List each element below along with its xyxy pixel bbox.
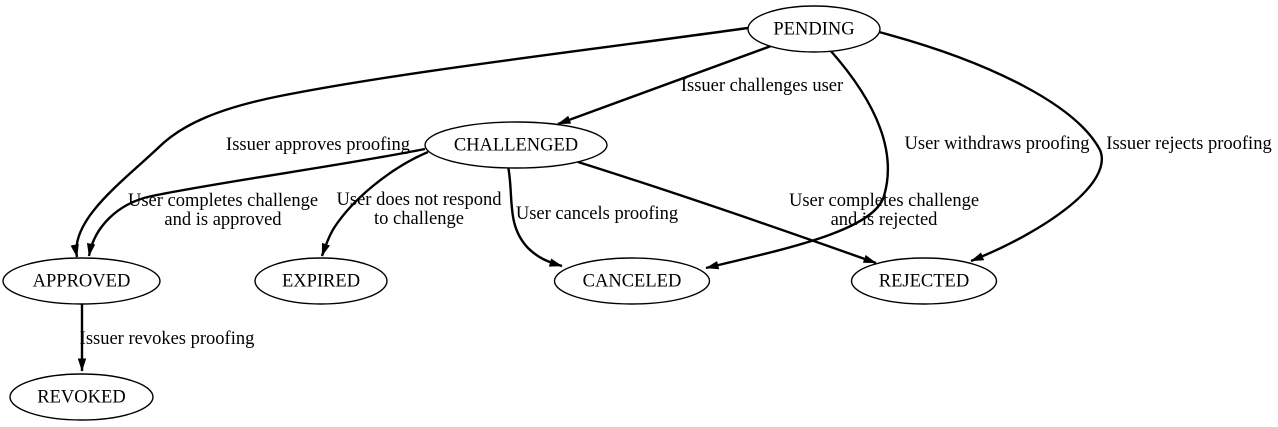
node-rejected-shape bbox=[850, 257, 998, 305]
edge-challenged-expired bbox=[320, 150, 429, 257]
node-challenged: CHALLENGED bbox=[424, 121, 608, 169]
edge-layer bbox=[70, 26, 1103, 372]
edge-challenged-approved bbox=[86, 147, 426, 257]
edge-challenged-canceled bbox=[506, 165, 563, 268]
edge-label-completes-approved-line1: User completes challenge bbox=[128, 191, 318, 211]
node-challenged-shape bbox=[424, 121, 608, 169]
edge-pending-canceled bbox=[705, 49, 890, 270]
edge-pending-approved bbox=[70, 26, 749, 258]
node-rejected-label: REJECTED bbox=[879, 272, 969, 292]
node-canceled-shape bbox=[553, 257, 711, 305]
edge-label-issuer-approves-proofing: Issuer approves proofing bbox=[226, 135, 410, 155]
node-expired-label: EXPIRED bbox=[282, 272, 360, 292]
node-expired: EXPIRED bbox=[254, 257, 388, 305]
node-canceled: CANCELED bbox=[553, 257, 711, 305]
edge-label-issuer-challenges-user: Issuer challenges user bbox=[681, 76, 843, 96]
edge-label-does-not-respond-line2: to challenge bbox=[374, 209, 464, 229]
node-approved: APPROVED bbox=[2, 257, 161, 305]
node-approved-shape bbox=[2, 257, 161, 305]
node-expired-shape bbox=[254, 257, 388, 305]
edge-label-layer: Issuer challenges user Issuer approves p… bbox=[80, 76, 1272, 349]
node-pending-label: PENDING bbox=[773, 20, 854, 40]
node-layer: PENDING CHALLENGED APPROVED EXPIRED CANC… bbox=[2, 5, 998, 421]
node-challenged-label: CHALLENGED bbox=[454, 136, 578, 156]
node-canceled-label: CANCELED bbox=[583, 272, 682, 292]
node-revoked: REVOKED bbox=[9, 373, 154, 421]
node-pending: PENDING bbox=[747, 5, 881, 53]
node-pending-shape bbox=[747, 5, 881, 53]
edge-challenged-rejected bbox=[577, 160, 877, 265]
node-rejected: REJECTED bbox=[850, 257, 998, 305]
node-approved-label: APPROVED bbox=[33, 272, 131, 292]
edge-label-user-cancels-proofing: User cancels proofing bbox=[516, 204, 678, 224]
edge-label-completes-rejected-line1: User completes challenge bbox=[789, 191, 979, 211]
node-revoked-shape bbox=[9, 373, 154, 421]
edge-label-issuer-rejects-proofing: Issuer rejects proofing bbox=[1106, 134, 1271, 154]
edge-label-user-withdraws-proofing: User withdraws proofing bbox=[905, 134, 1090, 154]
edge-label-does-not-respond-line1: User does not respond bbox=[337, 190, 503, 210]
edge-label-issuer-revokes-proofing: Issuer revokes proofing bbox=[80, 329, 255, 349]
edge-label-completes-rejected-line2: and is rejected bbox=[831, 210, 939, 230]
edge-label-completes-approved-line2: and is approved bbox=[164, 210, 282, 230]
edge-pending-challenged bbox=[557, 44, 772, 126]
node-revoked-label: REVOKED bbox=[37, 388, 125, 408]
edge-pending-rejected bbox=[878, 30, 1103, 263]
